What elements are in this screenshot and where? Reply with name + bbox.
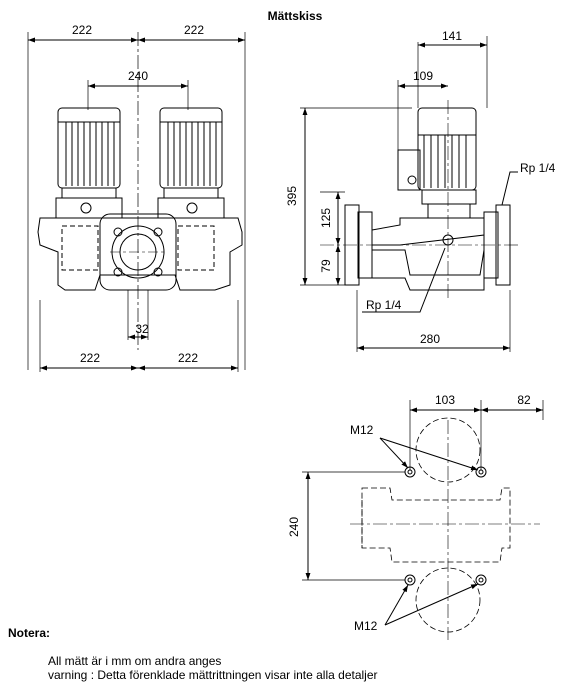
port-label-upper: Rp 1/4 — [520, 161, 556, 175]
dim-bottom-end-offset: 82 — [517, 393, 531, 407]
bolt-label-top: M12 — [350, 423, 374, 437]
front-view — [27, 32, 246, 372]
dim-front-bottom-right: 222 — [178, 351, 198, 365]
dim-side-width-top: 141 — [442, 29, 462, 43]
dim-side-upper-height: 125 — [319, 208, 333, 228]
dim-front-center-distance: 240 — [128, 69, 148, 83]
notes-heading: Notera: — [8, 626, 51, 640]
dim-front-port: 32 — [135, 322, 149, 336]
note-line-2: varning : Detta förenklade mättrittninge… — [48, 668, 378, 682]
dim-side-length: 280 — [420, 332, 440, 346]
dim-side-lower-height: 79 — [319, 259, 333, 273]
dim-bottom-bolt-spacing-x: 103 — [435, 393, 455, 407]
bolt-label-bottom: M12 — [354, 619, 378, 633]
note-line-1: All mätt är i mm om andra anges — [48, 654, 222, 668]
side-view — [300, 36, 520, 352]
dim-side-height: 395 — [285, 186, 299, 206]
drawing-title: Mättskiss — [268, 9, 323, 23]
dim-front-bottom-left: 222 — [80, 351, 100, 365]
dim-bottom-bolt-spacing-y: 240 — [287, 517, 301, 537]
dim-front-top-right: 222 — [184, 23, 204, 37]
dim-front-top-left: 222 — [72, 23, 92, 37]
port-label-lower: Rp 1/4 — [366, 298, 402, 312]
bottom-view — [302, 400, 544, 640]
dim-side-motor-offset: 109 — [413, 69, 433, 83]
